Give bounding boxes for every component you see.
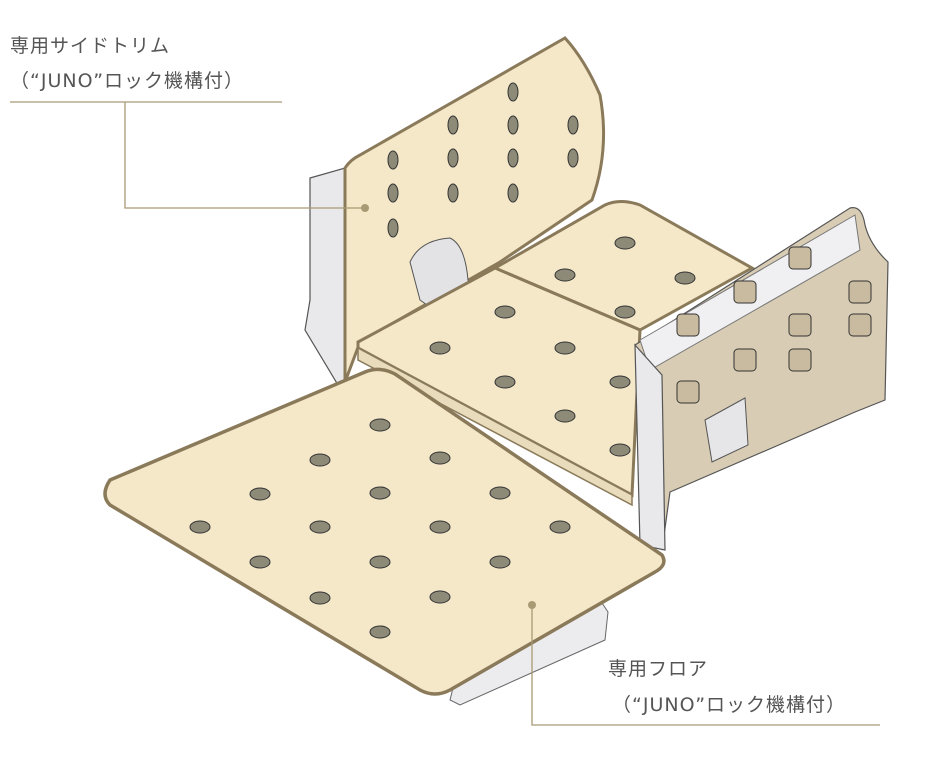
lock-hole [507,115,519,135]
right-side-edge [634,343,666,551]
side-trim-edge [304,167,346,386]
lock-hole [554,409,576,423]
lock-hole [447,148,459,168]
right-panel-opening [704,397,749,463]
lock-mount [733,280,757,304]
lock-hole [387,150,399,170]
lock-hole [554,341,576,355]
floor-sublabel: （“JUNO”ロック機構付） [612,694,847,716]
lock-hole [567,115,579,135]
lock-hole [447,183,459,203]
lock-hole [489,555,511,569]
lock-hole [249,487,271,501]
side-trim-label: 専用サイドトリム [10,35,171,57]
lock-hole [609,443,631,457]
lock-mount [848,313,872,337]
leader-floor [531,605,880,726]
side-trim-sublabel: （“JUNO”ロック機構付） [10,70,245,92]
lock-mount [676,313,700,337]
side-trim-board [343,36,606,383]
lock-hole [507,183,519,203]
lock-hole [674,271,696,285]
lock-hole [387,183,399,203]
lock-mount [788,348,812,372]
lock-mount [788,313,812,337]
lock-hole [614,305,636,319]
lock-hole [309,520,331,534]
lock-hole [494,375,516,389]
lock-hole [489,486,511,500]
back-floor-board [491,200,756,332]
lock-hole [369,555,391,569]
lock-hole [567,148,579,168]
lock-hole [429,590,451,604]
lock-hole [429,520,451,534]
leader-dot-floor [528,601,536,609]
floor-label: 専用フロア [608,658,709,680]
leader-dot-side-trim [361,204,369,212]
leader-side-trim [10,101,365,209]
lock-hole [549,520,571,534]
lock-hole [507,82,519,102]
lock-hole [429,341,451,355]
lock-hole [429,451,451,465]
lock-hole [369,418,391,432]
lock-hole [249,555,271,569]
lock-hole [369,625,391,639]
lock-mount [676,380,700,404]
lock-hole [309,591,331,605]
lock-mount [848,280,872,304]
lock-hole [609,375,631,389]
lock-hole [614,236,636,250]
front-floor-board [103,367,666,696]
lock-hole [189,520,211,534]
lock-hole [309,453,331,467]
lock-mount [788,246,812,270]
lock-hole [387,218,399,238]
lock-mount [733,348,757,372]
lock-hole [494,305,516,319]
lock-hole [369,486,391,500]
lock-hole [447,115,459,135]
lock-hole [554,268,576,282]
lock-hole [507,148,519,168]
right-side-panel [634,207,889,551]
